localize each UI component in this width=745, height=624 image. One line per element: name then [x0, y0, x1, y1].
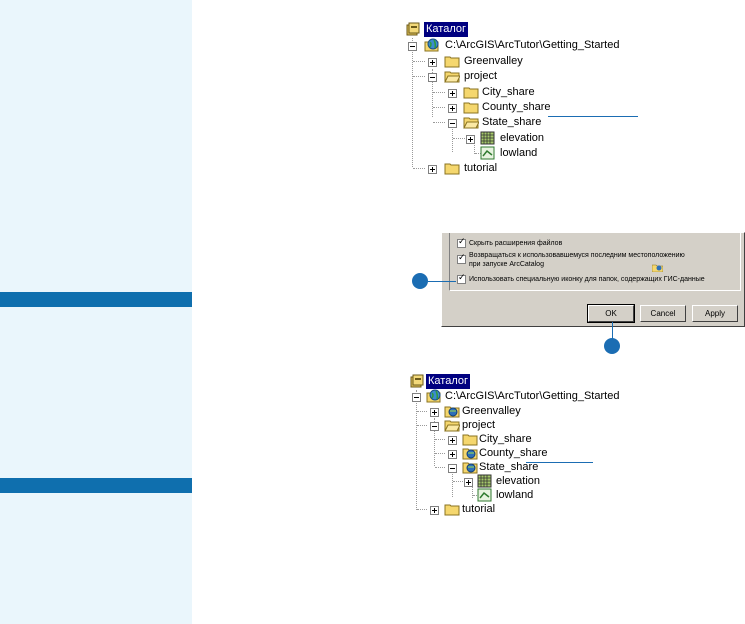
- grid-raster-icon: [480, 131, 495, 145]
- gis-folder-icon-checkbox[interactable]: [457, 273, 466, 284]
- tree-item-label: Greenvalley: [462, 405, 521, 417]
- tree-item-label: City_share: [482, 86, 535, 98]
- tree-item-label: tutorial: [464, 162, 498, 174]
- tree-item-label: elevation: [496, 475, 541, 487]
- catalog-icon: [410, 374, 424, 388]
- expand-icon[interactable]: [448, 450, 457, 459]
- expand-icon[interactable]: [428, 165, 437, 174]
- callout-line: [526, 462, 593, 463]
- folder-icon: [444, 56, 460, 68]
- feature-class-icon: [480, 146, 495, 160]
- grid-raster-icon: [477, 474, 492, 488]
- callout-line: [612, 322, 613, 340]
- option-label: Использовать специальную иконку для папо…: [469, 276, 705, 283]
- folder-icon: [463, 102, 479, 114]
- expand-icon[interactable]: [448, 436, 457, 445]
- tree-item-label: project: [462, 419, 496, 431]
- collapse-icon[interactable]: [430, 422, 439, 431]
- tree-item-label: elevation: [500, 132, 545, 144]
- gis-folder-icon: [444, 406, 460, 418]
- expand-icon[interactable]: [464, 478, 473, 487]
- tree-item-label: lowland: [496, 489, 534, 501]
- expand-icon[interactable]: [466, 135, 475, 144]
- tree-item-label: tutorial: [462, 503, 496, 515]
- expand-icon[interactable]: [430, 408, 439, 417]
- expand-icon[interactable]: [448, 89, 457, 98]
- sidebar-section-bar: [0, 478, 192, 493]
- expand-icon[interactable]: [448, 104, 457, 113]
- apply-button[interactable]: Apply: [692, 305, 738, 322]
- collapse-icon[interactable]: [412, 393, 421, 402]
- cancel-button[interactable]: Cancel: [640, 305, 686, 322]
- callout-line: [428, 281, 456, 282]
- collapse-icon[interactable]: [408, 42, 417, 51]
- tree-item-label: project: [464, 70, 498, 82]
- tree-root-label: Каталог: [426, 374, 470, 389]
- options-panel: [449, 233, 741, 291]
- option-label: при запуске ArcCatalog: [469, 261, 544, 268]
- callout-marker: [412, 273, 428, 289]
- hide-extensions-checkbox[interactable]: [457, 237, 466, 248]
- gis-folder-icon: [462, 448, 478, 460]
- expand-icon[interactable]: [428, 58, 437, 67]
- globe-folder-icon: [424, 38, 439, 52]
- catalog-tree-top: Каталог C:\ArcGIS\ArcTutor\Getting_Start…: [405, 22, 745, 182]
- collapse-icon[interactable]: [448, 119, 457, 128]
- option-label: Возвращаться к использовавшемуся последн…: [469, 252, 685, 259]
- options-dialog: Скрыть расширения файлов Возвращаться к …: [441, 232, 745, 327]
- folder-open-icon: [444, 420, 460, 432]
- tree-item-label: Greenvalley: [464, 55, 523, 67]
- tree-item-label: C:\ArcGIS\ArcTutor\Getting_Started: [445, 390, 620, 402]
- tree-item-label: lowland: [500, 147, 538, 159]
- feature-class-icon: [477, 488, 492, 502]
- gis-folder-icon: [462, 462, 478, 474]
- ok-button[interactable]: OK: [587, 304, 635, 323]
- callout-line: [548, 116, 638, 117]
- folder-icon: [463, 87, 479, 99]
- folder-open-icon: [463, 117, 479, 129]
- tree-item-label: County_share: [482, 101, 551, 113]
- tree-item-label: County_share: [479, 447, 548, 459]
- catalog-tree-bottom: Каталог C:\ArcGIS\ArcTutor\Getting_Start…: [409, 374, 745, 524]
- folder-icon: [444, 163, 460, 175]
- folder-icon: [462, 434, 478, 446]
- tree-root-label: Каталог: [424, 22, 468, 37]
- folder-open-icon: [444, 71, 460, 83]
- sidebar-panel: [0, 0, 192, 624]
- collapse-icon[interactable]: [448, 464, 457, 473]
- sidebar-section-bar: [0, 292, 192, 307]
- globe-folder-icon: [426, 389, 441, 403]
- tree-item-label: State_share: [482, 116, 542, 128]
- folder-icon: [444, 504, 460, 516]
- return-last-location-checkbox[interactable]: [457, 253, 466, 264]
- tree-item-label: C:\ArcGIS\ArcTutor\Getting_Started: [445, 39, 620, 51]
- expand-icon[interactable]: [430, 506, 439, 515]
- collapse-icon[interactable]: [428, 73, 437, 82]
- catalog-icon: [406, 22, 420, 36]
- tree-item-label: City_share: [479, 433, 532, 445]
- gis-folder-icon: [652, 264, 663, 272]
- callout-marker: [604, 338, 620, 354]
- option-label: Скрыть расширения файлов: [469, 240, 563, 247]
- tree-item-label: State_share: [479, 461, 539, 473]
